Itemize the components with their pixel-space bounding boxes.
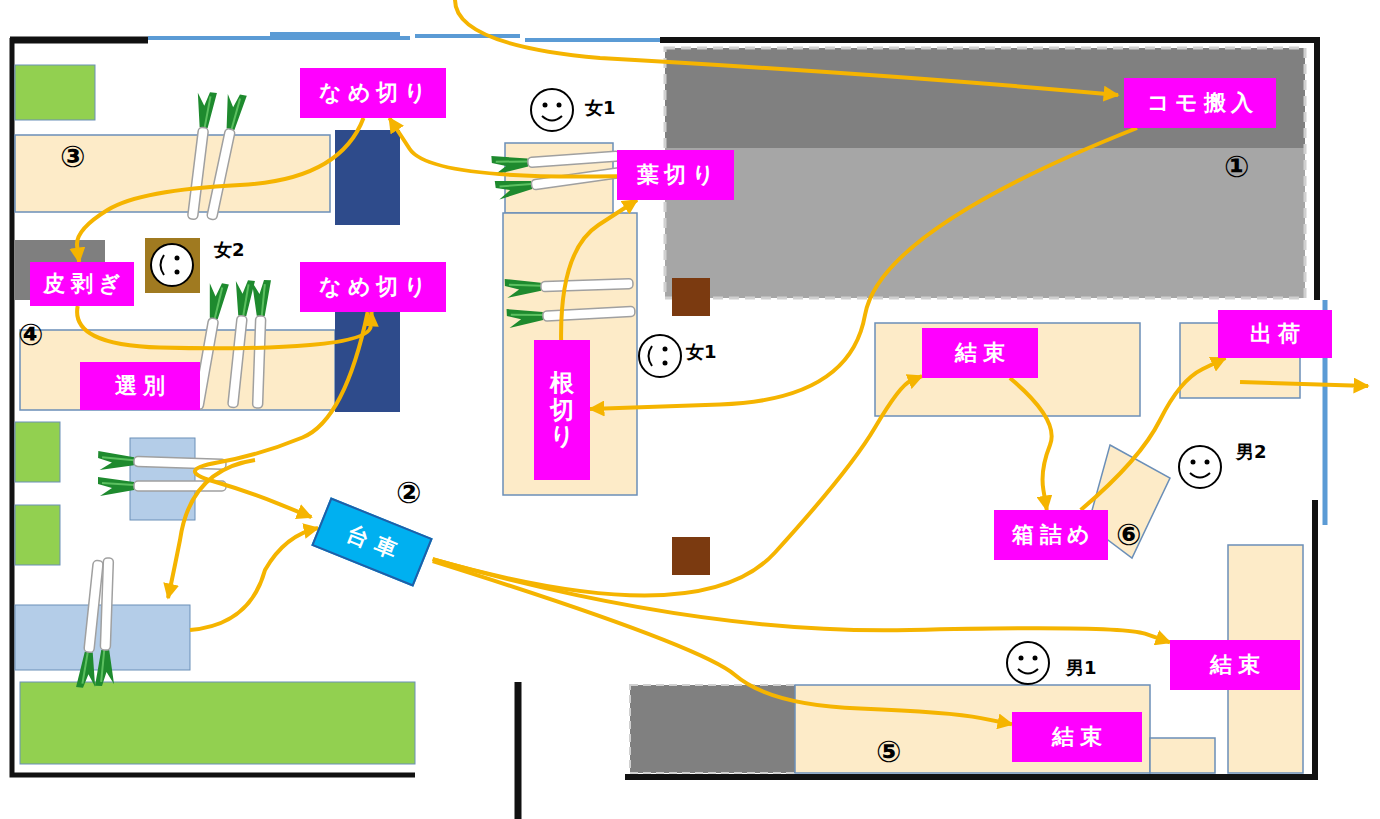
worker-label: 男1: [1066, 658, 1097, 678]
box-text: コモ搬入: [1147, 88, 1259, 118]
box-text: 出荷: [1250, 319, 1305, 349]
process-label: 皮剥ぎ: [30, 262, 134, 306]
flow-arrow: [433, 376, 922, 595]
flow-arrow: [77, 306, 372, 348]
flow-arrow: [77, 118, 364, 262]
process-label: 結束: [922, 328, 1038, 378]
callout-number: ②: [396, 476, 421, 509]
box-text: 結束: [955, 338, 1010, 368]
process-label: 出荷: [1218, 310, 1332, 358]
process-label: 選別: [80, 362, 200, 410]
flow-arrow: [433, 559, 1170, 642]
worker-label: 女1: [585, 98, 616, 118]
callout-number: ④: [18, 318, 43, 351]
process-label: 結束: [1012, 712, 1142, 762]
flow-arrow: [1081, 358, 1226, 510]
worker-label: 女2: [214, 240, 245, 260]
box-text: 皮剥ぎ: [43, 269, 127, 299]
flow-arrow: [389, 118, 617, 177]
box-text: 選別: [115, 371, 170, 401]
flow-arrow: [433, 561, 1012, 724]
flow-arrow: [195, 312, 368, 517]
flow-arrow: [561, 200, 637, 340]
process-label: 根切り: [534, 340, 590, 480]
box-text: 箱詰め: [1012, 520, 1096, 550]
box-text: なめ切り: [319, 272, 432, 302]
worker-label: 女1: [686, 342, 717, 362]
callout-number: ⑤: [876, 735, 901, 768]
callout-number: ①: [1224, 150, 1249, 183]
process-label: 葉切り: [617, 150, 734, 200]
box-text: 結束: [1210, 650, 1265, 680]
box-text: 根切り: [550, 370, 574, 449]
process-label: なめ切り: [300, 262, 446, 312]
process-label: なめ切り: [300, 68, 446, 118]
flow-arrow: [590, 128, 1137, 409]
box-text: 台車: [342, 518, 410, 569]
worker-label: 男2: [1236, 442, 1267, 462]
callout-number: ⑥: [1116, 518, 1141, 551]
box-text: なめ切り: [319, 78, 432, 108]
callout-number: ③: [60, 140, 85, 173]
cart-box: 台車: [311, 497, 432, 586]
process-label: 結束: [1170, 640, 1300, 690]
box-text: 結束: [1052, 722, 1107, 752]
box-text: 葉切り: [637, 160, 721, 190]
process-label: 箱詰め: [994, 510, 1108, 560]
flow-arrow: [1010, 378, 1052, 510]
process-label: コモ搬入: [1124, 78, 1276, 128]
